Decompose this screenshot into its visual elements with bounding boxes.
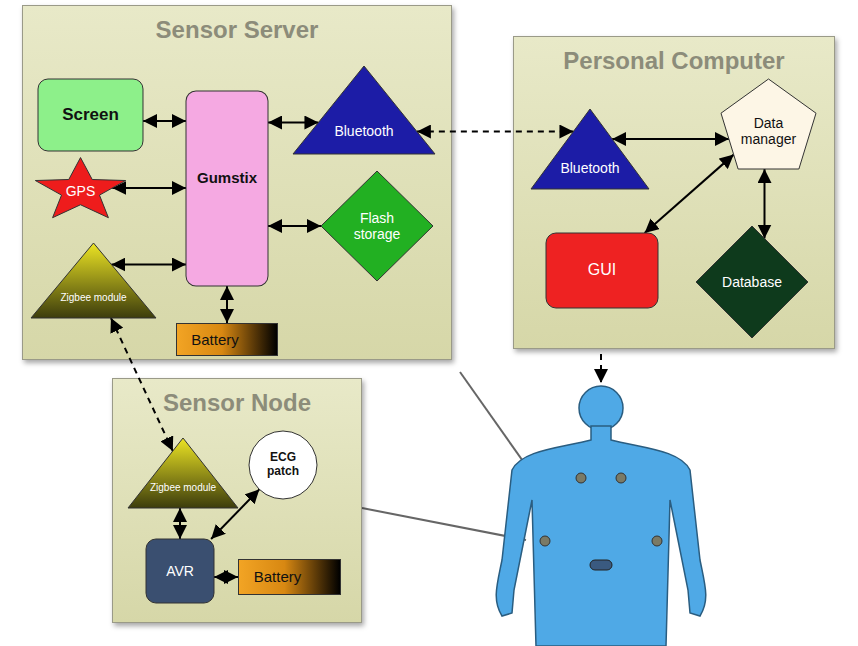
data-manager-pentagon: Data manager	[721, 79, 816, 169]
avr-box: AVR	[146, 539, 214, 603]
database-diamond: Database	[696, 226, 808, 338]
ecg-patch-circle-fill	[249, 431, 317, 499]
node-label: Battery	[191, 331, 239, 348]
personal-computer-panel: Personal ComputerBluetooth Data managerGU…	[513, 36, 835, 349]
node-label: Database	[722, 274, 782, 290]
node-label: GPS	[66, 183, 96, 199]
sensor-dot	[540, 536, 550, 546]
node-label: Flash storage	[345, 210, 409, 242]
node-label: AVR	[166, 563, 194, 579]
zigbee-triangle-fill	[31, 243, 156, 318]
gps-star: GPS	[33, 153, 128, 223]
human-head	[579, 386, 623, 430]
sensor-dot	[576, 473, 586, 483]
sensor-server-device	[590, 560, 612, 570]
node-label: Bluetooth	[560, 160, 619, 176]
leader-line	[362, 508, 526, 540]
zigbee-triangle-fill	[128, 438, 238, 508]
ecg-patch-circle: ECG patch	[249, 431, 317, 499]
battery-box: Battery	[176, 323, 278, 356]
screen-box-fill	[38, 79, 143, 151]
node-label: Bluetooth	[334, 123, 393, 139]
screen-box: Screen	[38, 79, 143, 151]
gumstix-box: Gumstix	[186, 91, 268, 286]
database-diamond-fill	[696, 226, 808, 338]
sensor-dot	[652, 536, 662, 546]
node-label: GUI	[588, 261, 616, 279]
bluetooth-triangle-outline	[293, 66, 435, 154]
node-label: Zigbee module	[60, 292, 126, 304]
bluetooth-triangle: Bluetooth	[531, 109, 649, 189]
sensor-dot	[616, 473, 626, 483]
zigbee-triangle: Zigbee module	[31, 243, 156, 318]
gumstix-box-fill	[186, 91, 268, 286]
bluetooth-triangle-outline	[531, 109, 649, 189]
zigbee-triangle-outline	[128, 438, 238, 508]
panel-heading: Personal Computer	[563, 47, 784, 75]
node-label: Gumstix	[197, 169, 257, 186]
flash-storage-diamond: Flash storage	[321, 171, 433, 281]
bluetooth-triangle-fill	[293, 66, 435, 154]
data-manager-pentagon-fill	[721, 79, 816, 169]
gumstix-box-outline	[186, 91, 268, 286]
battery-box: Battery	[238, 559, 341, 595]
bluetooth-triangle-fill	[531, 109, 649, 189]
bluetooth-triangle: Bluetooth	[293, 66, 435, 154]
node-label: Data manager	[731, 115, 806, 147]
zigbee-triangle: Zigbee module	[128, 438, 238, 508]
panel-heading: Sensor Server	[156, 16, 319, 44]
avr-box-fill	[146, 539, 214, 603]
node-label: ECG patch	[255, 451, 311, 479]
sensor-node-panel: Sensor NodeZigbee module ECG patchAVR Batt…	[112, 378, 362, 623]
node-label: Zigbee module	[150, 482, 216, 494]
zigbee-triangle-outline	[31, 243, 156, 318]
flash-storage-diamond-fill	[321, 171, 433, 281]
gui-box: GUI	[546, 233, 658, 308]
gui-box-fill	[546, 233, 658, 308]
gps-star-fill	[35, 158, 125, 218]
human-body	[496, 426, 706, 646]
node-label: Battery	[254, 568, 302, 585]
sensor-server-panel: Sensor ServerScreenGumstix BluetoothGPS Fl…	[22, 5, 452, 360]
node-label: Screen	[62, 105, 119, 125]
panel-heading: Sensor Node	[163, 389, 311, 417]
